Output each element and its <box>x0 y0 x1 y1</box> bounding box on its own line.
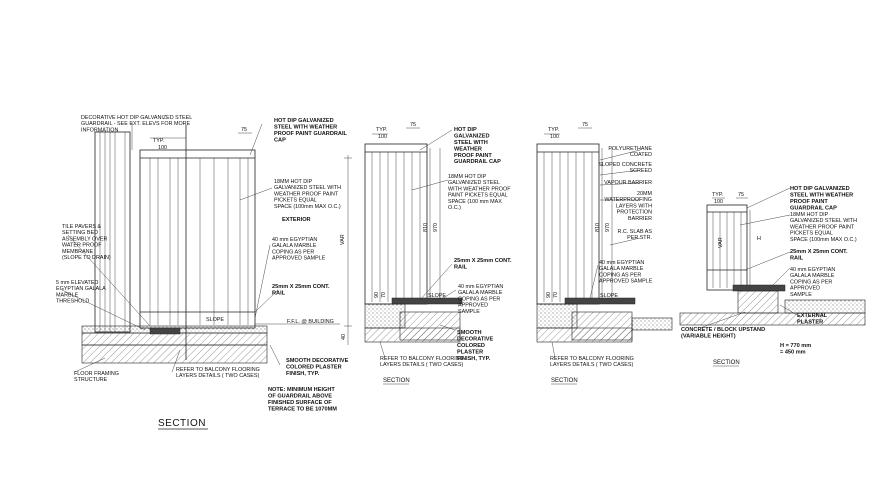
dim-75-4: 75 <box>738 192 744 198</box>
wall-section <box>94 131 131 333</box>
dim-typ-4: TYP. <box>712 192 723 198</box>
dim-810-2: 810 <box>423 223 429 232</box>
section-title-1: SECTION <box>158 418 206 429</box>
dim-970-3: 970 <box>605 223 611 232</box>
slab-4 <box>679 312 866 326</box>
dim-100-4: 100 <box>714 199 723 205</box>
section-title-3: SECTION <box>551 378 578 384</box>
note-h: H = 770 mm= 450 mm <box>780 343 811 355</box>
dim-70-2: 70 <box>381 292 387 298</box>
floor-layer-3 <box>536 303 578 329</box>
upstand-4 <box>737 290 779 314</box>
dim-75-2: 75 <box>410 122 416 128</box>
note-rail-2: 25mm X 25mm CONT.RAIL <box>454 258 512 270</box>
dim-var-4: VAR <box>718 237 724 248</box>
threshold-marble <box>149 327 181 335</box>
label-slope-2: SLOPE <box>428 293 446 299</box>
dim-90-3: 90 <box>546 292 552 298</box>
coping-3 <box>564 297 636 305</box>
note-exterior: EXTERIOR <box>282 217 311 223</box>
section-title-4: SECTION <box>713 360 740 366</box>
section-title-2: SECTION <box>383 378 410 384</box>
dim-100-3: 100 <box>550 134 559 140</box>
dim-810-3: 810 <box>595 223 601 232</box>
dim-75: 75 <box>241 127 247 133</box>
label-slope: SLOPE <box>206 317 224 323</box>
coping-4 <box>732 284 786 292</box>
slab-3 <box>536 327 633 343</box>
dim-75-3: 75 <box>582 122 588 128</box>
note-upstand: CONCRETE / BLOCK UPSTAND(VARIABLE HEIGHT… <box>681 327 765 339</box>
coping-2 <box>391 297 463 305</box>
guardrail-frame-4 <box>706 204 748 291</box>
dim-typ: TYP. <box>153 138 164 144</box>
dim-40: 40 <box>341 334 347 340</box>
roof-layers-3 <box>631 317 673 331</box>
note-rail: 25mm X 25mm CONT.RAIL <box>272 284 330 296</box>
note-rail-4: 25mm X 25mm CONT.RAIL <box>790 249 848 261</box>
dim-90-2: 90 <box>374 292 380 298</box>
dim-100-2: 100 <box>378 134 387 140</box>
note-vapor: VAPOUR BARRIER <box>604 180 652 186</box>
dim-typ-3: TYP. <box>548 127 559 133</box>
dim-h-4: H <box>757 236 761 242</box>
label-slope-3: SLOPE <box>600 293 618 299</box>
floor-layer-4 <box>784 299 866 314</box>
slab-2 <box>364 327 461 343</box>
floor-structure <box>81 344 268 364</box>
dim-70-3: 70 <box>553 292 559 298</box>
label-ffl: F.F.L. @ BUILDING <box>287 319 334 325</box>
floor-layer-2 <box>364 303 406 329</box>
setting-bed-layer <box>81 332 268 346</box>
dim-970-2: 970 <box>433 223 439 232</box>
dim-typ-2: TYP. <box>376 127 387 133</box>
guardrail-frame <box>139 149 256 329</box>
dim-100: 100 <box>158 145 167 151</box>
dim-varies: VAR <box>340 234 346 245</box>
